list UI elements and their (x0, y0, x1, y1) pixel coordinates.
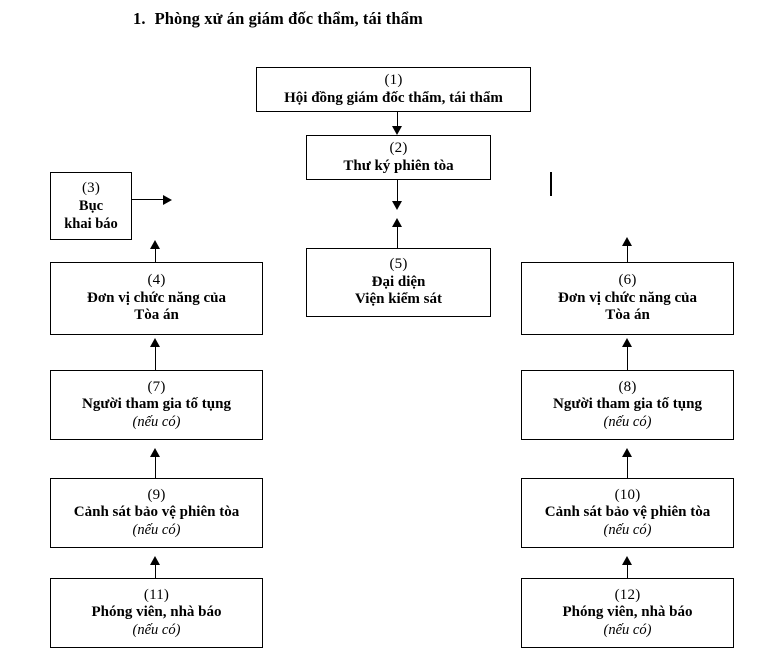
box-6-court-functional-unit[interactable]: (6) Đơn vị chức năng của Tòa án (521, 262, 734, 335)
box-5-label-line2: Viện kiểm sát (355, 291, 442, 308)
box-12-label-line1: Phóng viên, nhà báo (562, 604, 693, 621)
arrow-box7-to-box4-head (150, 338, 160, 347)
arrow-box12-to-box10-head (622, 556, 632, 565)
box-4-label-line1: Đơn vị chức năng của (87, 289, 226, 306)
page-title: 1. Phòng xử án giám đốc thẩm, tái thẩm (133, 9, 423, 29)
box-9-label-line1: Cảnh sát bảo vệ phiên tòa (73, 504, 240, 521)
arrow-box6-up-head (622, 237, 632, 246)
arrow-box1-to-box2-head (392, 126, 402, 135)
box-8-id: (8) (618, 378, 637, 395)
box-1-judicial-council[interactable]: (1) Hội đồng giám đốc thẩm, tái thẩm (256, 67, 531, 112)
arrow-box10-to-box8-head (622, 448, 632, 457)
arrow-box4-to-box3-shaft (155, 248, 156, 262)
box-12-optional-note: (nếu có) (603, 622, 652, 639)
arrow-box5-to-box2-shaft (397, 226, 398, 248)
box-12-id: (12) (614, 586, 641, 603)
box-3-witness-stand[interactable]: (3) Bục khai báo (50, 172, 132, 240)
box-7-label-line1: Người tham gia tố tụng (82, 396, 231, 413)
box-6-label-line1: Đơn vị chức năng của (558, 289, 697, 306)
arrow-box2-down-shaft (397, 180, 398, 202)
arrow-box1-to-box2-shaft (397, 112, 398, 127)
box-11-reporters-journalists[interactable]: (11) Phóng viên, nhà báo (nếu có) (50, 578, 263, 648)
box-11-id: (11) (143, 586, 170, 603)
arrow-box6-up-shaft (627, 245, 628, 262)
arrow-box11-to-box9-head (150, 556, 160, 565)
stray-tick-mark (550, 172, 552, 196)
box-11-label-line1: Phóng viên, nhà báo (91, 604, 222, 621)
box-2-court-clerk[interactable]: (2) Thư ký phiên tòa (306, 135, 491, 180)
box-6-id: (6) (618, 271, 637, 288)
page-title-text: Phòng xử án giám đốc thẩm, tái thẩm (154, 9, 423, 28)
box-3-label-line2: khai báo (64, 216, 118, 233)
box-11-optional-note: (nếu có) (132, 622, 181, 639)
arrow-box3-right-shaft (132, 199, 165, 200)
arrow-box5-to-box2-head (392, 218, 402, 227)
box-9-court-security-police[interactable]: (9) Cảnh sát bảo vệ phiên tòa (nếu có) (50, 478, 263, 548)
box-8-optional-note: (nếu có) (603, 414, 652, 431)
box-5-id: (5) (389, 255, 408, 272)
box-10-optional-note: (nếu có) (603, 522, 652, 539)
arrow-box4-to-box3-head (150, 240, 160, 249)
box-5-procuracy-representative[interactable]: (5) Đại diện Viện kiểm sát (306, 248, 491, 317)
box-6-label-line2: Tòa án (605, 307, 650, 324)
box-4-id: (4) (147, 271, 166, 288)
box-7-trial-participants[interactable]: (7) Người tham gia tố tụng (nếu có) (50, 370, 263, 440)
box-1-label: Hội đồng giám đốc thẩm, tái thẩm (284, 89, 503, 106)
box-7-optional-note: (nếu có) (132, 414, 181, 431)
box-9-optional-note: (nếu có) (132, 522, 181, 539)
page-title-number: 1. (133, 9, 146, 28)
box-2-id: (2) (389, 139, 408, 156)
box-2-label: Thư ký phiên tòa (343, 157, 454, 174)
box-10-court-security-police[interactable]: (10) Cảnh sát bảo vệ phiên tòa (nếu có) (521, 478, 734, 548)
arrow-box12-to-box10-shaft (627, 564, 628, 586)
arrow-box9-to-box7-shaft (155, 456, 156, 478)
arrow-box3-right-head (163, 195, 172, 205)
box-9-id: (9) (147, 486, 166, 503)
arrow-box7-to-box4-shaft (155, 346, 156, 370)
arrow-box8-to-box6-head (622, 338, 632, 347)
arrow-box2-down-head (392, 201, 402, 210)
box-3-label-line1: Bục (78, 198, 104, 215)
box-8-trial-participants[interactable]: (8) Người tham gia tố tụng (nếu có) (521, 370, 734, 440)
arrow-box9-to-box7-head (150, 448, 160, 457)
box-5-label-line1: Đại diện (371, 273, 426, 290)
box-4-court-functional-unit[interactable]: (4) Đơn vị chức năng của Tòa án (50, 262, 263, 335)
arrow-box10-to-box8-shaft (627, 456, 628, 478)
box-3-id: (3) (81, 179, 101, 196)
box-4-label-line2: Tòa án (134, 307, 179, 324)
box-10-label-line1: Cảnh sát bảo vệ phiên tòa (544, 504, 711, 521)
arrow-box8-to-box6-shaft (627, 346, 628, 370)
box-12-reporters-journalists[interactable]: (12) Phóng viên, nhà báo (nếu có) (521, 578, 734, 648)
box-7-id: (7) (147, 378, 166, 395)
arrow-box11-to-box9-shaft (155, 564, 156, 586)
box-1-id: (1) (384, 71, 403, 88)
box-8-label-line1: Người tham gia tố tụng (553, 396, 702, 413)
box-10-id: (10) (614, 486, 641, 503)
